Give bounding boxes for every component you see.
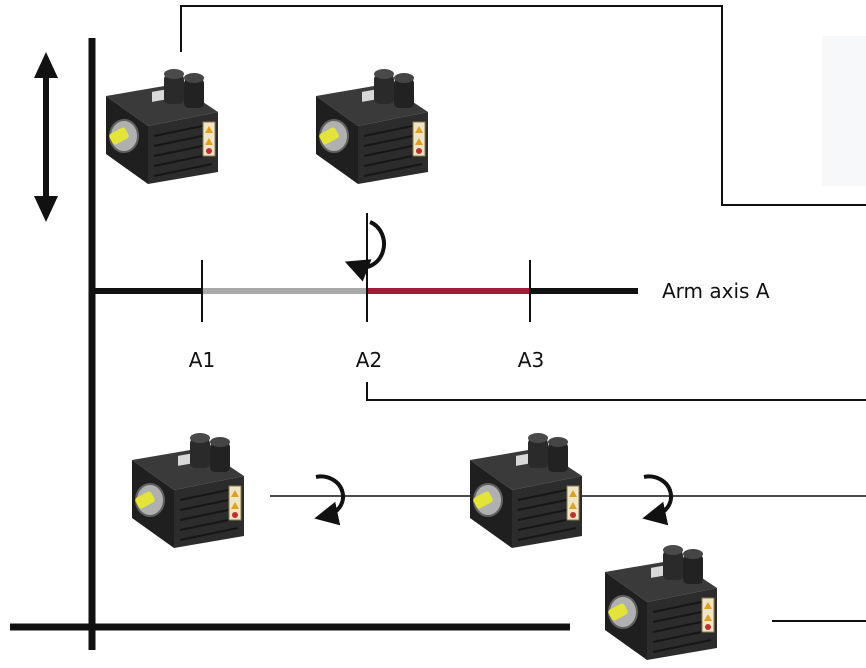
servo-motor-icon [604, 544, 718, 661]
double-arrow-icon [34, 52, 58, 222]
background-panel [822, 36, 866, 186]
position-label-a2: A2 [356, 348, 382, 372]
servo-motor-icon [105, 68, 219, 185]
a2-connector-line [366, 382, 866, 401]
top-connector-line [180, 5, 866, 206]
servo-motor-icon [131, 432, 245, 549]
rotation-arrow-icon [314, 474, 345, 526]
axis-label: Arm axis A [662, 279, 770, 303]
servo-motor-icon [469, 432, 583, 549]
rotation-arrow-icon [344, 220, 386, 282]
position-label-a3: A3 [518, 348, 544, 372]
servo-motor-icon [315, 68, 429, 185]
position-label-a1: A1 [189, 348, 215, 372]
rotation-arrow-icon [642, 474, 673, 526]
